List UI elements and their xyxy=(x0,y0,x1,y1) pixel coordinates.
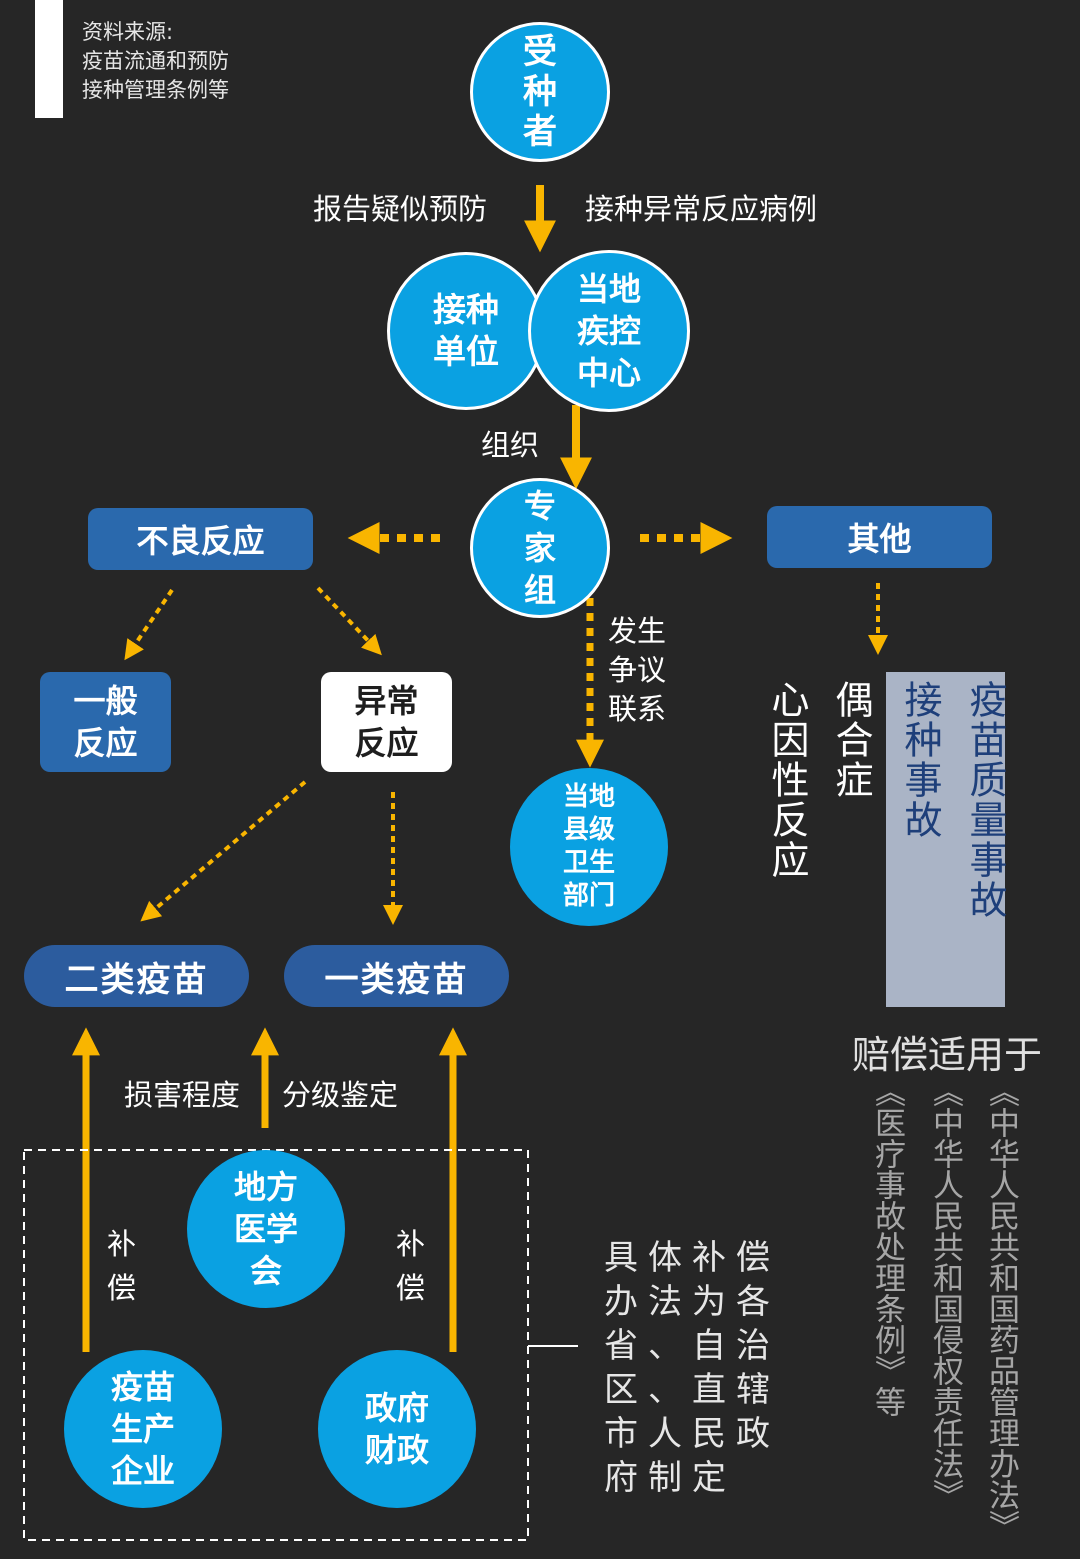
expert-group-label: 专 家 组 xyxy=(523,487,556,609)
expert-group-node: 专 家 组 xyxy=(470,478,610,618)
compensate-label-right: 补偿 xyxy=(396,1227,426,1305)
local-medical-assoc-label: 地方 医学 会 xyxy=(233,1168,298,1290)
compensation-applies-title: 赔偿适用于 xyxy=(852,1033,1043,1077)
dispute-label: 发生 争议 联系 xyxy=(608,614,667,726)
specific-measures-line: 区、直辖 xyxy=(604,1370,780,1410)
report-label-right: 接种异常反应病例 xyxy=(585,192,818,226)
local-medical-assoc-node: 地方 医学 会 xyxy=(187,1150,345,1308)
quality-accident-label: 疫苗质量事故 xyxy=(963,680,1007,920)
recipient-node: 受 种 者 xyxy=(470,22,610,162)
specific-measures-line: 市人民政 xyxy=(604,1414,780,1454)
adverse-reaction-box: 不良反应 xyxy=(88,508,313,570)
health-dept-label: 当地 县级 卫生 部门 xyxy=(562,782,615,911)
vaccine-manufacturer-label: 疫苗 生产 企业 xyxy=(110,1368,175,1490)
vaccination-unit-node: 接种 单位 xyxy=(387,252,545,410)
accident-panel xyxy=(886,672,1005,1007)
general-reaction-box: 一般 反应 xyxy=(40,672,171,772)
gov-finance-label: 政府 财政 xyxy=(364,1389,429,1469)
arrow-adverse-to-abnormal xyxy=(316,586,382,656)
law-tort: 《中华人民共和国侵权责任法》 xyxy=(927,1076,963,1510)
abnormal-reaction-box: 异常 反应 xyxy=(321,672,452,772)
general-reaction-label: 一般 反应 xyxy=(73,682,138,762)
class2-vaccine-pill: 二类疫苗 xyxy=(24,945,249,1007)
other-box: 其他 xyxy=(767,506,992,568)
damage-degree-label: 损害程度 xyxy=(124,1078,241,1112)
specific-measures-line: 具体补偿 xyxy=(604,1238,780,1278)
vaccine-manufacturer-node: 疫苗 生产 企业 xyxy=(64,1350,222,1508)
source-note-line: 资料来源: xyxy=(82,20,174,44)
compensate-label-left: 补偿 xyxy=(107,1227,137,1305)
health-dept-node: 当地 县级 卫生 部门 xyxy=(510,768,668,926)
gov-finance-node: 政府 财政 xyxy=(318,1350,476,1508)
specific-measures-line: 府制定 xyxy=(604,1458,736,1498)
arrow-adverse-to-general xyxy=(124,588,174,661)
other-label: 其他 xyxy=(847,520,912,558)
source-note-line: 疫苗流通和预防 xyxy=(82,49,229,73)
vaccination-accident-label: 接种事故 xyxy=(898,680,942,840)
local-cdc-label: 当地 疾控 中心 xyxy=(576,270,641,392)
specific-measures-line: 省、自治 xyxy=(604,1326,780,1366)
psychogenic-label: 心因性反应 xyxy=(765,680,809,880)
specific-measures-line: 办法为各 xyxy=(604,1282,780,1322)
organize-label: 组织 xyxy=(481,428,540,462)
law-drug-admin: 《中华人民共和国药品管理办法》 xyxy=(983,1076,1019,1541)
report-label-left: 报告疑似预防 xyxy=(313,192,488,226)
class1-vaccine-pill: 一类疫苗 xyxy=(284,945,509,1007)
grading-label: 分级鉴定 xyxy=(282,1078,399,1112)
source-note: 资料来源: 疫苗流通和预防 接种管理条例等 xyxy=(82,18,229,105)
class2-vaccine-label: 二类疫苗 xyxy=(64,959,209,1000)
recipient-label: 受 种 者 xyxy=(523,32,557,152)
adverse-reaction-label: 不良反应 xyxy=(136,522,265,560)
abnormal-reaction-label: 异常 反应 xyxy=(354,682,419,762)
class1-vaccine-label: 一类疫苗 xyxy=(324,959,469,1000)
arrow-abnormal-to-class2 xyxy=(140,780,307,922)
local-cdc-node: 当地 疾控 中心 xyxy=(528,250,690,412)
source-note-line: 接种管理条例等 xyxy=(82,78,229,102)
source-note-bar xyxy=(35,0,63,118)
specific-measures-text: 具体补偿 办法为各 省、自治 区、直辖 市人民政 府制定 xyxy=(604,1236,780,1500)
law-medical-accident: 《医疗事故处理条例》等 xyxy=(869,1076,905,1417)
coincidence-label: 偶合症 xyxy=(829,680,873,800)
vaccination-unit-label: 接种 单位 xyxy=(433,290,499,371)
